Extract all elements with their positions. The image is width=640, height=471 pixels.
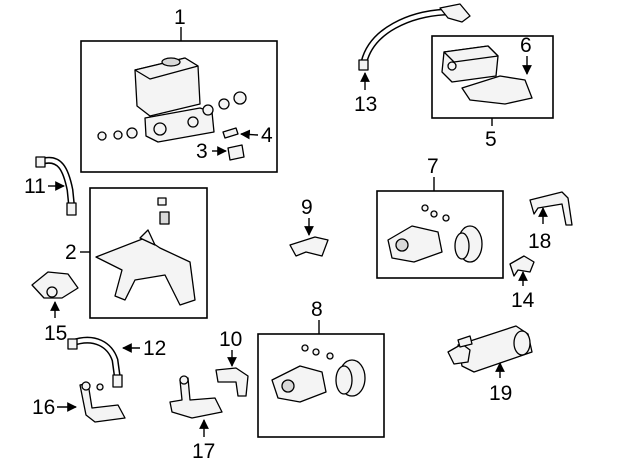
callout-5[interactable]: 5 [485,128,497,151]
callout-19[interactable]: 19 [489,382,512,405]
callout-12[interactable]: 12 [143,337,166,360]
callout-11[interactable]: 11 [24,175,46,198]
pump-assembly-5[interactable] [441,45,533,105]
bracket-part-10[interactable] [215,367,249,397]
vacuum-hose-13[interactable] [358,3,471,71]
group-box-2 [89,187,208,319]
switch-part-3[interactable] [227,144,245,161]
callout-3[interactable]: 3 [196,140,208,163]
callout-4[interactable]: 4 [261,124,273,147]
bracket-part-18[interactable] [529,191,573,226]
bracket-part-9[interactable] [289,236,329,257]
master-cylinder[interactable] [97,57,247,143]
callout-2[interactable]: 2 [65,241,77,264]
group-box-1 [80,40,278,173]
callout-10[interactable]: 10 [219,328,242,351]
sensor-part-15[interactable] [31,271,79,299]
callout-15[interactable]: 15 [44,322,67,345]
brake-hose-11[interactable] [35,156,77,216]
callout-16[interactable]: 16 [32,396,55,419]
brake-hose-12[interactable] [67,336,123,388]
callout-14[interactable]: 14 [511,289,535,312]
callout-17[interactable]: 17 [192,440,215,463]
link-part-16[interactable] [79,381,126,423]
accumulator-part-19[interactable] [447,325,533,373]
booster-assembly-7[interactable] [387,204,483,263]
callout-13[interactable]: 13 [354,93,377,116]
switch-part-4[interactable] [222,127,239,139]
callout-7[interactable]: 7 [427,155,439,178]
mounting-bracket[interactable] [95,197,196,306]
booster-assembly-8[interactable] [271,344,366,403]
callout-6[interactable]: 6 [520,34,532,57]
clip-part-14[interactable] [509,255,535,277]
callout-18[interactable]: 18 [528,230,551,253]
group-box-7 [376,190,504,279]
callout-8[interactable]: 8 [311,298,323,321]
callout-1[interactable]: 1 [174,6,186,29]
link-part-17[interactable] [169,375,223,419]
group-box-8 [257,333,385,438]
callout-9[interactable]: 9 [301,196,313,219]
